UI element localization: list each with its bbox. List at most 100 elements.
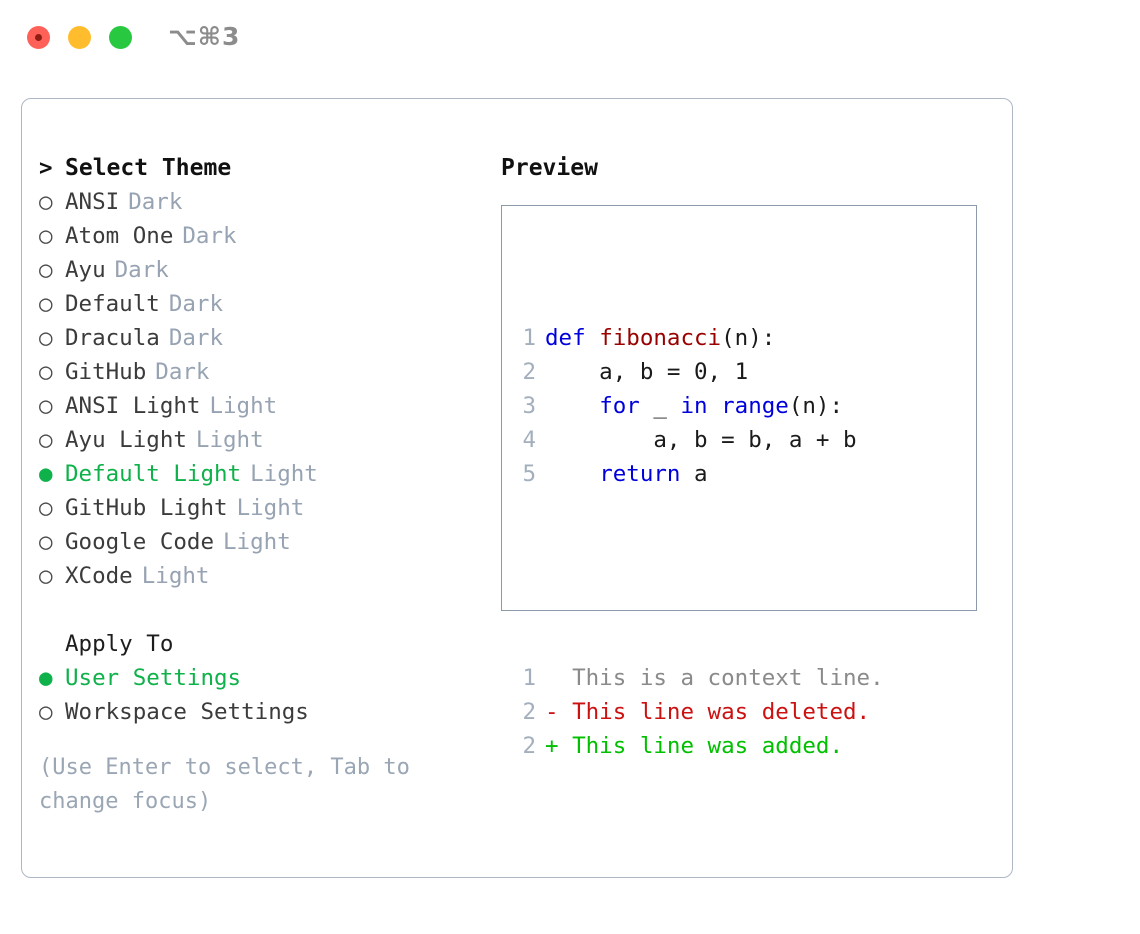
code-token: a, b = b, a + b [545, 427, 857, 453]
radio-unselected-icon: ○ [39, 563, 53, 589]
radio-unselected-icon: ○ [39, 427, 53, 453]
theme-option-kind: Dark [114, 257, 169, 283]
window-controls [27, 26, 132, 49]
line-number: 2 [522, 733, 536, 759]
theme-option-ayu-light[interactable]: ○ Ayu Light Light [39, 423, 489, 457]
radio-selected-icon: ● [39, 665, 53, 691]
select-theme-header: > Select Theme [39, 151, 489, 185]
code-token: a, b = 0, 1 [545, 359, 749, 385]
theme-option-kind: Light [250, 461, 318, 487]
theme-option-ansi[interactable]: ○ ANSI Dark [39, 185, 489, 219]
theme-option-label: XCode [65, 563, 133, 589]
line-number: 2 [522, 359, 536, 385]
theme-option-kind: Dark [182, 223, 237, 249]
theme-option-label: Atom One [65, 223, 174, 249]
code-token: def [545, 325, 600, 351]
diff-sign [545, 665, 559, 691]
code-token: (n): [788, 393, 844, 419]
diff-line: 2 + This line was added. [514, 729, 884, 763]
theme-option-label: Google Code [65, 529, 215, 555]
code-token: return [599, 461, 681, 487]
apply-to-option-user-settings[interactable]: ● User Settings [39, 661, 489, 695]
line-number: 5 [522, 461, 536, 487]
radio-unselected-icon: ○ [39, 257, 53, 283]
line-number: 1 [522, 325, 536, 351]
theme-option-kind: Light [223, 529, 291, 555]
radio-unselected-icon: ○ [39, 291, 53, 317]
code-line: 2 a, b = 0, 1 [514, 355, 884, 389]
code-token [545, 393, 599, 419]
theme-option-kind: Dark [128, 189, 183, 215]
theme-option-label: GitHub Light [65, 495, 228, 521]
title-bar: ⌥⌘3 [0, 0, 1140, 78]
theme-option-kind: Light [209, 393, 278, 419]
code-token: (n): [721, 325, 776, 351]
theme-option-label: GitHub [65, 359, 147, 385]
radio-unselected-icon: ○ [39, 393, 53, 419]
prompt-caret-icon: > [39, 155, 53, 181]
theme-option-xcode[interactable]: ○ XCode Light [39, 559, 489, 593]
diff-text: This line was added. [558, 733, 844, 759]
theme-option-kind: Dark [168, 325, 224, 351]
theme-option-kind: Dark [155, 359, 210, 385]
keyboard-shortcut-label: ⌥⌘3 [168, 22, 241, 51]
diff-text: This line was deleted. [558, 699, 871, 725]
apply-to-option-workspace-settings[interactable]: ○Workspace Settings [39, 695, 489, 729]
apply-to-options-list: ● User Settings ○Workspace Settings [39, 661, 489, 729]
maximize-button-icon[interactable] [109, 26, 132, 49]
preview-title: Preview [501, 155, 598, 181]
theme-option-atom-one[interactable]: ○ Atom One Dark [39, 219, 489, 253]
theme-option-label: ANSI [65, 189, 120, 215]
radio-unselected-icon: ○ [39, 699, 53, 725]
diff-sample: 1 This is a context line.2- This line wa… [514, 661, 884, 763]
code-line: 3 for _ in range(n): [514, 389, 884, 423]
radio-unselected-icon: ○ [39, 359, 53, 385]
radio-unselected-icon: ○ [39, 529, 53, 555]
theme-option-kind: Light [141, 563, 210, 589]
minimize-button-icon[interactable] [68, 26, 91, 49]
theme-option-kind: Light [236, 495, 305, 521]
code-token: _ [639, 393, 681, 419]
code-line: 4 a, b = b, a + b [514, 423, 884, 457]
code-token [545, 461, 599, 487]
apply-to-header: Apply To [65, 631, 174, 657]
line-number: 2 [522, 699, 536, 725]
theme-option-ayu[interactable]: ○ Ayu Dark [39, 253, 489, 287]
radio-selected-icon: ● [39, 461, 53, 487]
theme-option-label: Ayu [65, 257, 106, 283]
theme-option-default-light[interactable]: ● Default Light Light [39, 457, 489, 491]
line-number: 1 [522, 665, 536, 691]
theme-option-google-code[interactable]: ○ Google Code Light [39, 525, 489, 559]
diff-line: 2- This line was deleted. [514, 695, 884, 729]
diff-sign: - [545, 699, 559, 725]
theme-option-label: Default Light [65, 461, 242, 487]
radio-unselected-icon: ○ [39, 189, 53, 215]
diff-line: 1 This is a context line. [514, 661, 884, 695]
select-theme-header-label: Select Theme [65, 155, 232, 181]
line-number: 3 [522, 393, 536, 419]
diff-text: This is a context line. [558, 665, 884, 691]
theme-option-kind: Light [195, 427, 264, 453]
code-token: in range [680, 393, 789, 419]
diff-sign: + [545, 733, 559, 759]
theme-option-github[interactable]: ○ GitHub Dark [39, 355, 489, 389]
radio-unselected-icon: ○ [39, 223, 53, 249]
theme-option-label: Default [65, 291, 160, 317]
code-token: a [680, 461, 708, 487]
apply-to-option-label: User Settings [65, 665, 242, 691]
close-button-icon[interactable] [27, 26, 50, 49]
code-blank-line [514, 559, 884, 593]
theme-option-label: Ayu Light [65, 427, 187, 453]
